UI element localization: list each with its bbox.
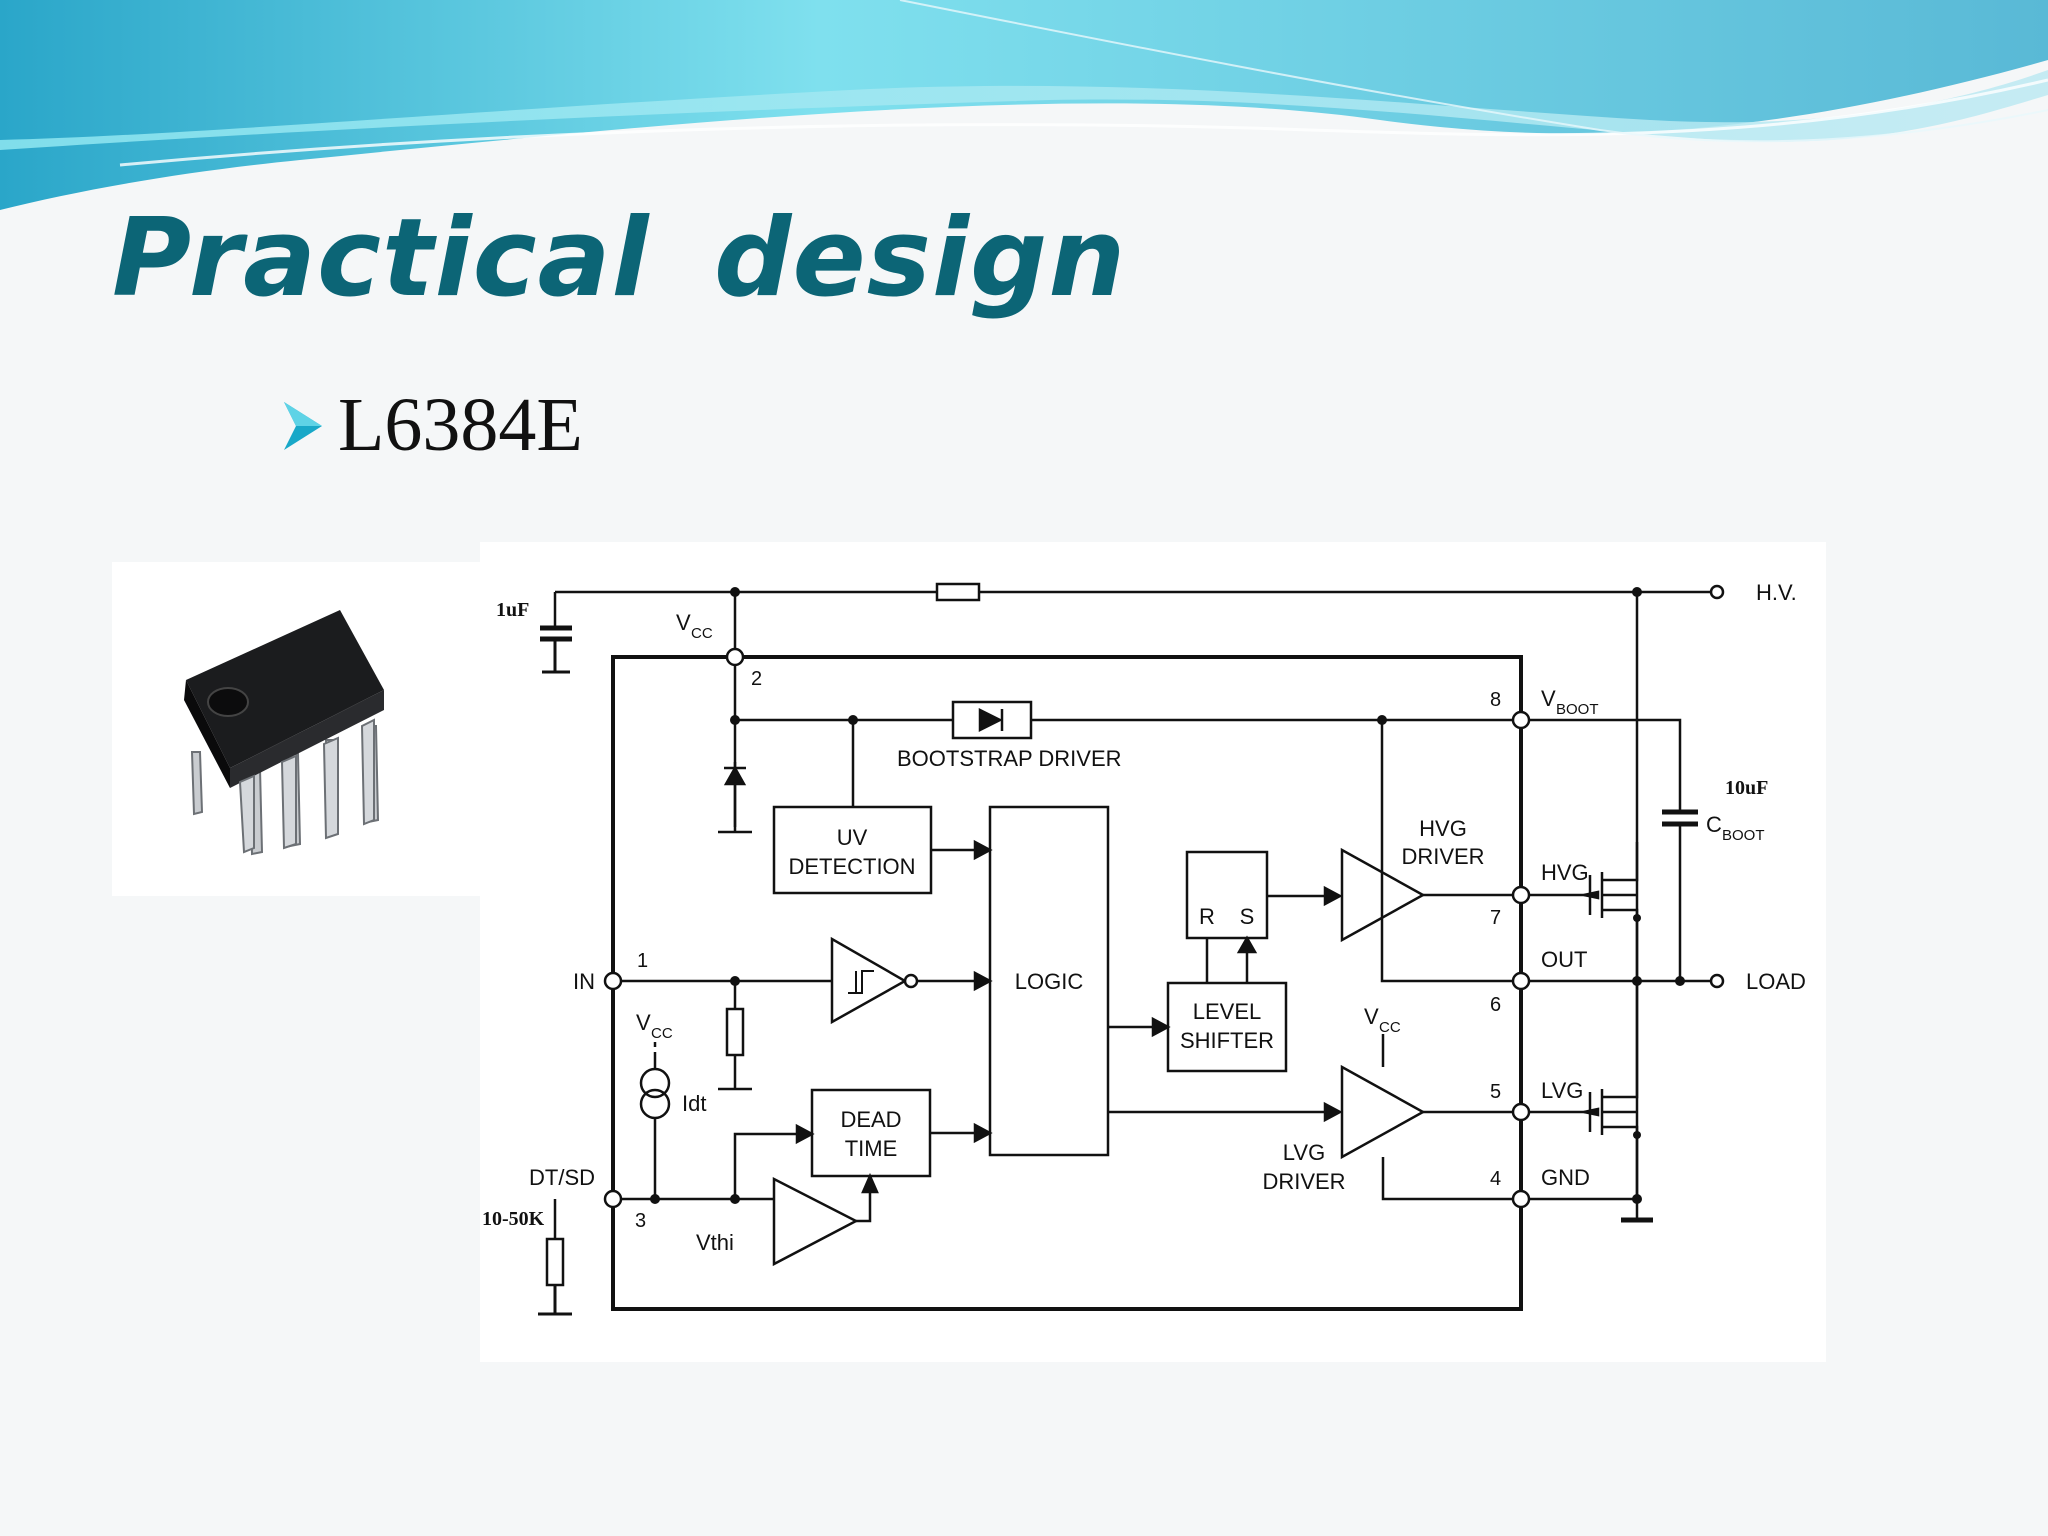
r-label: R bbox=[1199, 904, 1215, 929]
level-shifter-label-2: SHIFTER bbox=[1180, 1028, 1274, 1053]
header-wave-decoration bbox=[0, 0, 2048, 210]
pin-2 bbox=[725, 647, 745, 667]
slide-title: Practical design bbox=[112, 196, 1127, 321]
hv-label: H.V. bbox=[1756, 580, 1797, 605]
dead-time-label-1: DEAD bbox=[840, 1107, 901, 1132]
load-label: LOAD bbox=[1746, 969, 1806, 994]
vboot-sub-label: BOOT bbox=[1556, 701, 1599, 718]
bullet-text: L6384E bbox=[338, 383, 583, 467]
level-shifter-label-1: LEVEL bbox=[1193, 999, 1262, 1024]
logic-label: LOGIC bbox=[1015, 969, 1084, 994]
dtsd-label: DT/SD bbox=[529, 1165, 595, 1190]
bullet-item: L6384E bbox=[282, 382, 583, 469]
uv-label-1: UV bbox=[837, 825, 868, 850]
pin3-label: 3 bbox=[635, 1210, 646, 1232]
dip8-chip-photo bbox=[112, 562, 484, 896]
vcc-idt-label: V bbox=[636, 1010, 651, 1035]
pin-4 bbox=[1511, 1189, 1531, 1209]
vcc-sub-label: CC bbox=[691, 625, 713, 642]
hvg-driver-label-2: DRIVER bbox=[1401, 844, 1484, 869]
pin1-label: 1 bbox=[637, 950, 648, 972]
res-dt-label: 10-50K bbox=[482, 1208, 545, 1230]
pin-5 bbox=[1511, 1102, 1531, 1122]
lvg-pin-label: LVG bbox=[1541, 1078, 1583, 1103]
gnd-label: GND bbox=[1541, 1165, 1590, 1190]
pin4-label: 4 bbox=[1490, 1168, 1501, 1190]
cap-vcc-label: 1uF bbox=[496, 599, 529, 621]
load-terminal bbox=[1709, 973, 1725, 989]
pin5-label: 5 bbox=[1490, 1081, 1501, 1103]
pin7-label: 7 bbox=[1490, 907, 1501, 929]
vboot-label: V bbox=[1541, 686, 1556, 711]
uv-label-2: DETECTION bbox=[788, 854, 915, 879]
pin6-label: 6 bbox=[1490, 994, 1501, 1016]
pin-7 bbox=[1511, 885, 1531, 905]
resistor-hv bbox=[935, 582, 981, 602]
s-label: S bbox=[1240, 904, 1255, 929]
pin-3 bbox=[603, 1189, 623, 1209]
hvg-driver-label-1: HVG bbox=[1419, 816, 1467, 841]
cap-boot-label: 10uF bbox=[1725, 777, 1768, 799]
l6384e-block-diagram: H.V. 1uF V CC 2 8 V BOOT BOOTSTRAP DRIVE… bbox=[480, 542, 1826, 1362]
hvg-pin-label: HVG bbox=[1541, 860, 1589, 885]
idt-label: Idt bbox=[682, 1091, 706, 1116]
lvg-driver-label-2: DRIVER bbox=[1262, 1169, 1345, 1194]
cboot-label: C bbox=[1706, 812, 1722, 837]
pin8-label: 8 bbox=[1490, 689, 1501, 711]
in-label: IN bbox=[573, 969, 595, 994]
vcc-lvg-label: V bbox=[1364, 1004, 1379, 1029]
pin-1 bbox=[603, 971, 623, 991]
hv-terminal bbox=[1709, 584, 1725, 600]
vcc-label: V bbox=[676, 610, 691, 635]
vcc-lvg-sub-label: CC bbox=[1379, 1019, 1401, 1036]
bootstrap-driver-label: BOOTSTRAP DRIVER bbox=[897, 746, 1122, 771]
pin2-label: 2 bbox=[751, 668, 762, 690]
vthi-label: Vthi bbox=[696, 1230, 734, 1255]
pin-8 bbox=[1511, 710, 1531, 730]
cboot-sub-label: BOOT bbox=[1722, 827, 1765, 844]
arrow-bullet-icon bbox=[284, 401, 322, 450]
pin-6 bbox=[1511, 971, 1531, 991]
lvg-driver-label-1: LVG bbox=[1283, 1140, 1325, 1165]
vcc-idt-sub-label: CC bbox=[651, 1025, 673, 1042]
out-label: OUT bbox=[1541, 947, 1587, 972]
dead-time-label-2: TIME bbox=[845, 1136, 898, 1161]
